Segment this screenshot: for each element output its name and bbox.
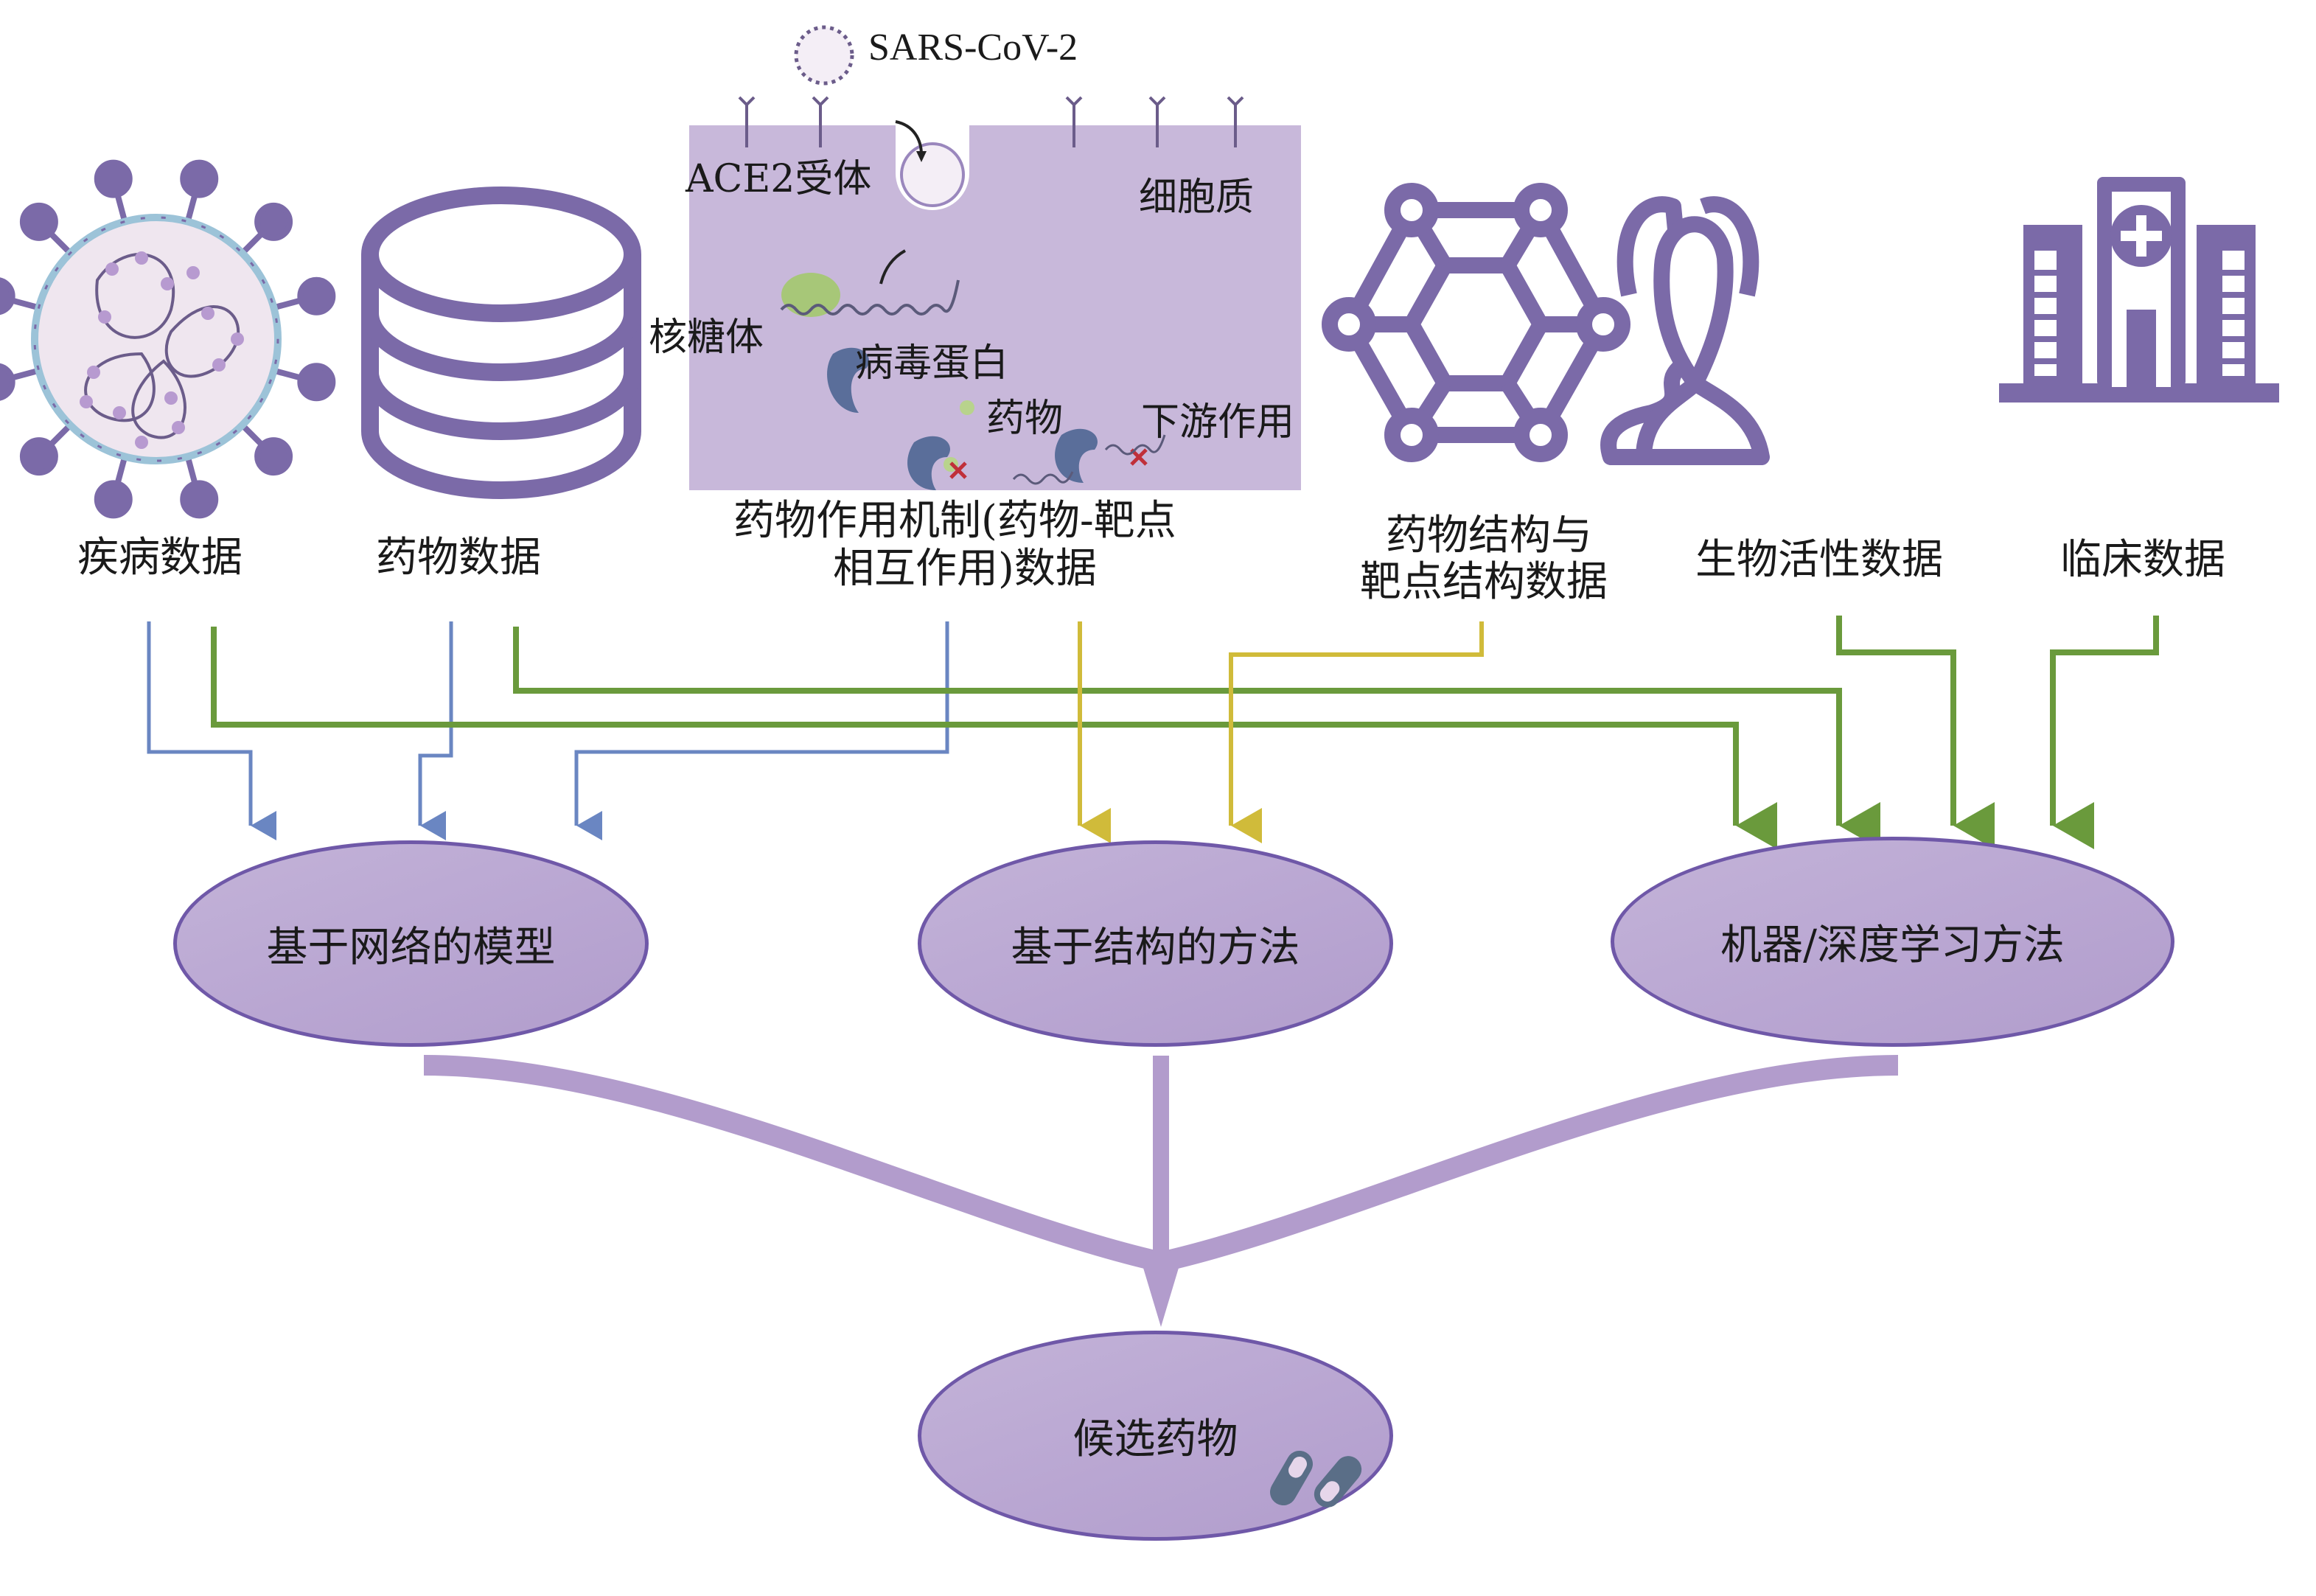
arrow-disease-to-network	[147, 621, 276, 840]
drug-label: 药物	[986, 397, 1064, 441]
output-box-candidate-drugs: 候选药物	[918, 1331, 1393, 1541]
viral-protein-label: 病毒蛋白	[855, 341, 1009, 386]
ribosome-icon	[781, 273, 840, 317]
source-label-mechanism-line2: 相互作用)数据	[833, 545, 1097, 593]
method-label-structure: 基于结构的方法	[1011, 923, 1300, 972]
cytoplasm-label: 细胞质	[1139, 175, 1255, 220]
source-label-clinical: 临床数据	[2060, 536, 2225, 584]
source-label-drug: 药物数据	[376, 534, 541, 582]
method-label-network: 基于网络的模型	[266, 923, 556, 972]
virus-spike-head	[19, 202, 58, 241]
virus-spike-head	[254, 202, 293, 241]
virus-spike-head	[94, 159, 133, 198]
ace2-receptor-label: ACE2受体	[686, 157, 872, 201]
viral-protein-icon	[827, 347, 869, 413]
straight-arrow-center	[1153, 1056, 1169, 1262]
method-box-structure: 基于结构的方法	[918, 840, 1393, 1047]
arrow-bioactivity-to-ml	[1836, 616, 1995, 849]
source-label-structure-line1: 药物结构与	[1386, 512, 1592, 560]
source-label-disease: 疾病数据	[77, 534, 243, 582]
arrow-disease-to-ml	[211, 627, 1777, 849]
virus-spike-head	[0, 277, 15, 316]
method-box-network: 基于网络的模型	[173, 840, 649, 1047]
source-label-bioactivity: 生物活性数据	[1695, 536, 1943, 584]
arrow-structure-to-structure-method	[1229, 621, 1484, 843]
arrow-drug-to-network	[418, 621, 453, 840]
arrowhead-to-candidate	[1139, 1253, 1183, 1327]
virus-spike-head	[297, 363, 336, 402]
drug-molecule-icon	[960, 400, 974, 415]
sars-cov-2-label: SARS-CoV-2	[868, 27, 1078, 69]
downstream-effect-label: 下游作用	[1141, 400, 1295, 445]
virus-spike-head	[180, 159, 219, 198]
arrow-drug-to-ml	[513, 627, 1880, 849]
source-label-mechanism-line1: 药物作用机制(药物-靶点	[733, 497, 1176, 545]
virus-spike-head	[94, 480, 133, 519]
method-box-ml: 机器/深度学习方法	[1611, 837, 2174, 1047]
sars-cov-2-icon	[794, 25, 854, 86]
curve-arrow-right	[1158, 1055, 1899, 1272]
output-label: 候选药物	[1072, 1415, 1238, 1463]
ribosome-label: 核糖体	[649, 316, 764, 360]
virus-spike-head	[0, 363, 15, 401]
arrow-clinical-to-ml	[2050, 616, 2159, 849]
curve-arrow-left	[423, 1055, 1164, 1272]
source-label-structure-line2: 靶点结构数据	[1360, 558, 1608, 606]
virus-spike-head	[254, 437, 293, 476]
arrow-mechanism-to-network	[574, 621, 949, 840]
virus-spike-head	[19, 437, 58, 476]
virus-spike-head	[180, 480, 219, 519]
virus-spike-head	[297, 276, 336, 316]
method-label-ml: 机器/深度学习方法	[1720, 921, 2065, 969]
